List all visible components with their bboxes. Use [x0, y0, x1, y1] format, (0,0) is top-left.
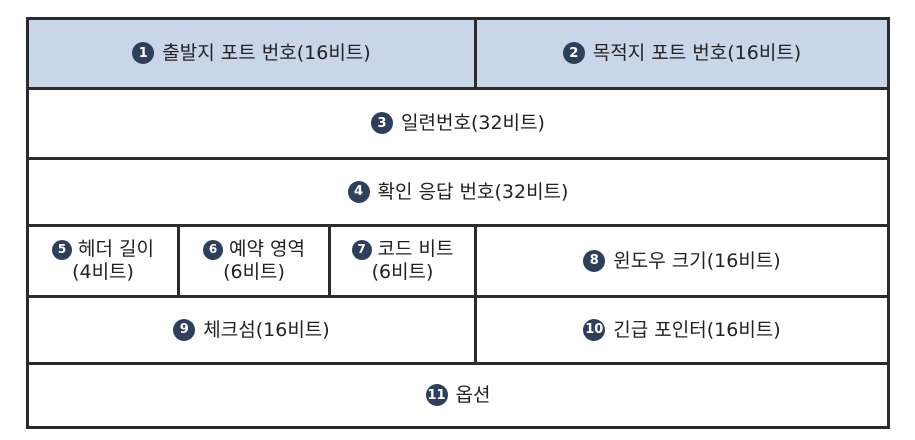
field-reserved: 6 예약 영역 (6비트)	[180, 227, 328, 295]
column-divider	[474, 20, 477, 87]
field-label: 일련번호(32비트)	[401, 112, 545, 135]
field-number-badge: 4	[347, 180, 370, 203]
field-options: 11 옵션	[29, 365, 887, 426]
tcp-header-diagram: 1 출발지 포트 번호(16비트) 2 목적지 포트 번호(16비트) 3 일련…	[26, 17, 890, 429]
field-destination-port: 2 목적지 포트 번호(16비트)	[477, 20, 887, 87]
field-number-badge: 7	[351, 239, 372, 260]
field-number-badge: 1	[132, 42, 155, 65]
field-number-badge: 5	[52, 239, 73, 260]
field-number-badge: 8	[583, 249, 606, 272]
field-label: 윈도우 크기(16비트)	[613, 249, 781, 272]
field-number-badge: 2	[562, 42, 585, 65]
field-urgent-pointer: 10 긴급 포인터(16비트)	[477, 298, 887, 362]
column-divider	[177, 224, 180, 295]
column-divider	[328, 224, 331, 295]
field-label: 헤더 길이	[78, 238, 154, 261]
field-code-bits: 7 코드 비트 (6비트)	[331, 227, 474, 295]
field-number-badge: 9	[173, 318, 196, 341]
field-number-badge: 11	[425, 384, 448, 407]
row-divider	[29, 295, 887, 298]
column-divider	[474, 224, 477, 362]
field-size: (6비트)	[223, 261, 285, 283]
field-label: 확인 응답 번호(32비트)	[377, 180, 569, 203]
field-source-port: 1 출발지 포트 번호(16비트)	[29, 20, 474, 87]
row-divider	[29, 87, 887, 90]
field-label: 코드 비트	[377, 238, 454, 261]
row-divider	[29, 362, 887, 365]
field-size: (6비트)	[371, 261, 434, 283]
row-divider	[29, 224, 887, 227]
field-window-size: 8 윈도우 크기(16비트)	[477, 227, 887, 295]
field-acknowledgment-number: 4 확인 응답 번호(32비트)	[29, 160, 887, 224]
field-label: 목적지 포트 번호(16비트)	[592, 42, 802, 65]
field-number-badge: 10	[583, 318, 606, 341]
field-number-badge: 6	[203, 239, 224, 260]
field-label: 출발지 포트 번호(16비트)	[162, 42, 371, 65]
field-sequence-number: 3 일련번호(32비트)	[29, 90, 887, 157]
field-header-length: 5 헤더 길이 (4비트)	[29, 227, 177, 295]
field-label: 예약 영역	[229, 238, 305, 261]
row-divider	[29, 157, 887, 160]
field-number-badge: 3	[371, 112, 394, 135]
field-checksum: 9 체크섬(16비트)	[29, 298, 474, 362]
field-size: (4비트)	[72, 261, 134, 283]
field-label: 긴급 포인터(16비트)	[613, 318, 781, 341]
field-label: 옵션	[455, 384, 491, 407]
field-label: 체크섬(16비트)	[203, 318, 330, 341]
